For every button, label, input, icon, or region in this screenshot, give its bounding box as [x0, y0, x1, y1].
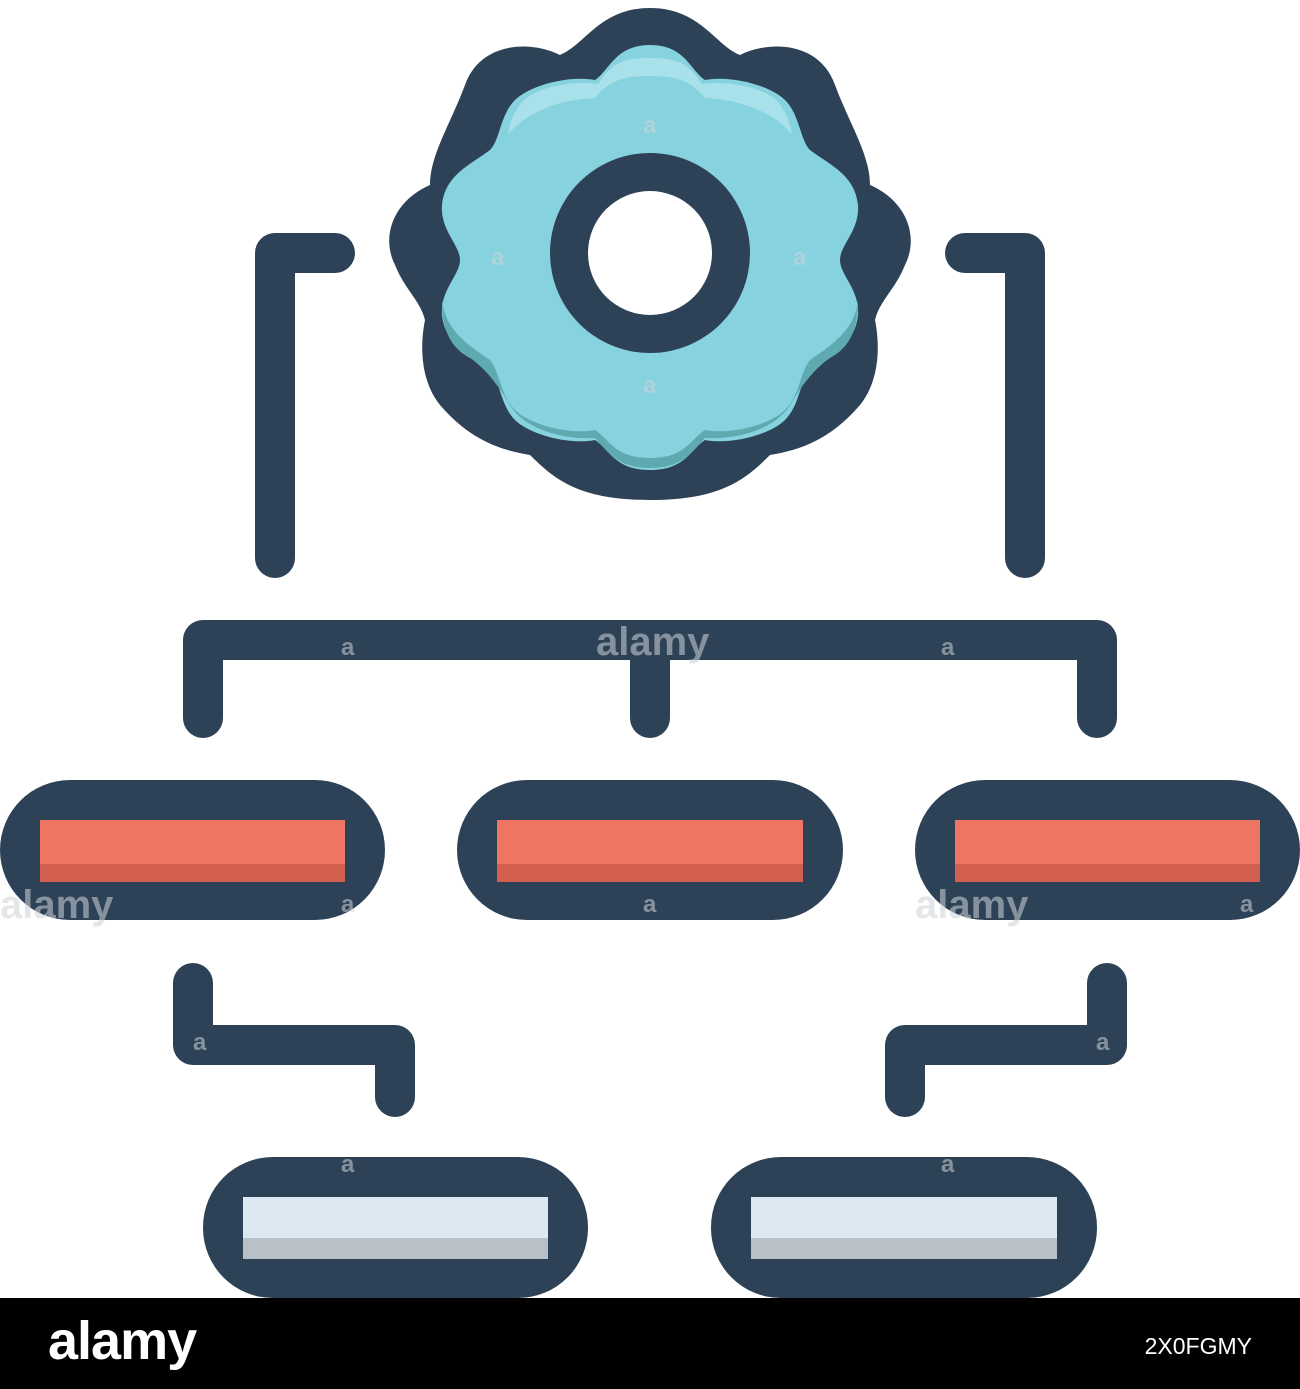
watermark-letter-4: a: [643, 372, 657, 399]
watermark-letter-12: a: [341, 1151, 355, 1178]
watermark-letter-8: a: [643, 891, 657, 918]
watermark-letter-6: a: [941, 634, 955, 661]
gear-hierarchy-illustration: alamy alamy alamy a a a a a a a a a a a …: [0, 8, 1300, 1298]
grey-box-right: [711, 1157, 1097, 1298]
connector-lines: [173, 233, 1127, 1117]
alamy-logo[interactable]: alamy: [48, 1311, 197, 1371]
watermark-letter-10: a: [193, 1029, 207, 1056]
watermark: alamy alamy alamy a a a a a a a a a a a …: [0, 112, 1254, 1178]
watermark-center: alamy: [596, 620, 710, 664]
watermark-letter-11: a: [1096, 1029, 1110, 1056]
footer-bar: [0, 1298, 1300, 1389]
grey-box-left: [203, 1157, 588, 1298]
gear-hole: [588, 191, 712, 315]
image-id: 2X0FGMY: [1144, 1333, 1252, 1359]
left-bracket: [255, 233, 355, 578]
watermark-right: alamy: [915, 883, 1029, 927]
watermark-left: alamy: [0, 883, 114, 927]
left-lower-connector: [173, 963, 415, 1117]
red-box-right: [915, 780, 1300, 920]
watermark-letter-3: a: [793, 244, 807, 271]
watermark-letter-2: a: [491, 244, 505, 271]
red-box-center: [457, 780, 843, 920]
right-lower-connector: [885, 963, 1127, 1117]
watermark-letter-5: a: [341, 634, 355, 661]
right-bracket: [945, 233, 1045, 578]
watermark-letter-9: a: [1240, 891, 1254, 918]
red-box-left: [0, 780, 385, 920]
gear-highlight: [508, 58, 792, 134]
watermark-letter-1: a: [643, 112, 657, 139]
watermark-letter-13: a: [941, 1151, 955, 1178]
gear-icon: [389, 8, 911, 500]
watermark-letter-7: a: [341, 891, 355, 918]
